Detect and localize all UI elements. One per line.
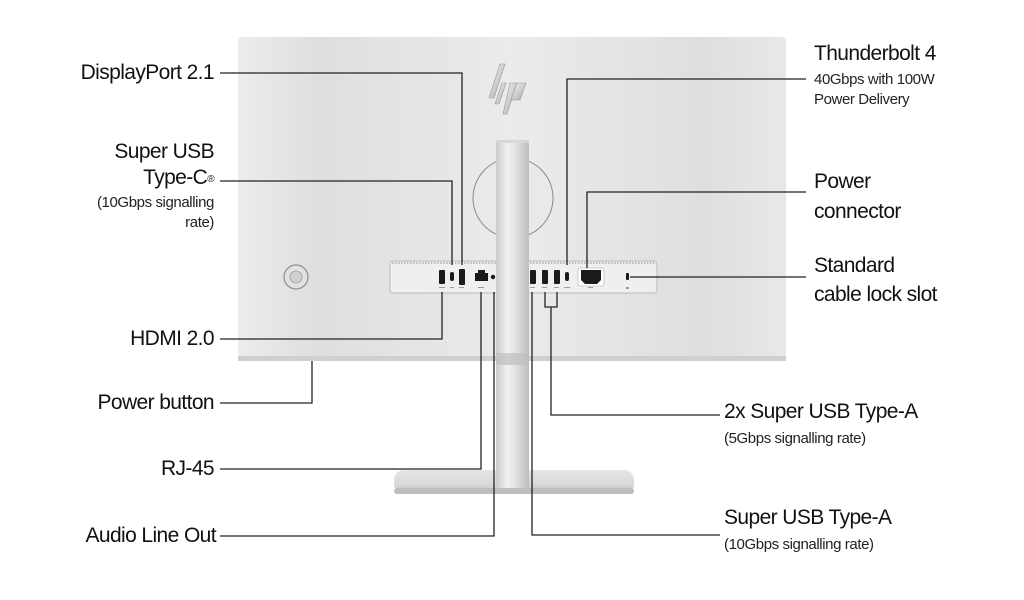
label-lock-slot-line2: cable lock slot xyxy=(814,283,938,306)
label-usb-a-5g: 2x Super USB Type-A (5Gbps signalling ra… xyxy=(724,399,918,449)
label-power-button: Power button xyxy=(97,391,214,414)
label-power-connector: Power connector xyxy=(814,165,901,225)
rj45-port xyxy=(475,273,488,281)
power-button-icon xyxy=(283,264,309,290)
label-usb-a-10g-title: Super USB Type-A xyxy=(724,506,892,529)
label-power-connector-line2: connector xyxy=(814,200,901,223)
hdmi-port xyxy=(439,270,445,284)
label-thunderbolt-sub1: 40Gbps with 100W xyxy=(814,71,935,88)
lock-slot xyxy=(626,273,629,280)
label-usb-a-10g-sub: (10Gbps signalling rate) xyxy=(724,536,874,553)
hp-logo-icon xyxy=(488,63,527,115)
usb-a-5g-port xyxy=(542,270,548,284)
usb-a-5g-port xyxy=(554,270,560,284)
stand-column xyxy=(496,140,529,488)
registered-mark: ® xyxy=(207,174,214,185)
thunderbolt-port xyxy=(565,272,569,281)
label-displayport: DisplayPort 2.1 xyxy=(80,61,215,84)
label-thunderbolt-sub2: Power Delivery xyxy=(814,91,910,108)
label-audio-line-out: Audio Line Out xyxy=(85,524,216,547)
label-usb-c-line2: Type-C® xyxy=(97,165,214,191)
usb-a-10g-port xyxy=(530,270,536,284)
label-usb-a-5g-title: 2x Super USB Type-A xyxy=(724,400,918,423)
audio-port xyxy=(490,274,496,280)
label-usb-c-line1: Super USB xyxy=(114,140,214,163)
label-hdmi: HDMI 2.0 xyxy=(130,327,214,350)
usb-c-port xyxy=(450,272,454,281)
displayport-port xyxy=(459,269,465,285)
label-lock-slot-line1: Standard xyxy=(814,254,895,277)
label-thunderbolt: Thunderbolt 4 40Gbps with 100W Power Del… xyxy=(814,41,936,110)
label-rj45: RJ-45 xyxy=(160,457,215,480)
label-usb-c-sub1: (10Gbps signalling xyxy=(96,194,214,211)
label-usb-c-sub2: rate) xyxy=(185,214,214,231)
label-thunderbolt-title: Thunderbolt 4 xyxy=(814,42,936,65)
power-connector-port xyxy=(581,270,601,284)
label-lock-slot: Standard cable lock slot xyxy=(814,250,938,308)
label-usb-c: Super USB Type-C® (10Gbps signalling rat… xyxy=(96,139,215,233)
label-usb-a-10g: Super USB Type-A (10Gbps signalling rate… xyxy=(724,505,892,555)
label-power-connector-line1: Power xyxy=(814,170,871,193)
leader-lines xyxy=(220,72,806,537)
usb-c-title: Type-C xyxy=(143,166,208,189)
stand xyxy=(394,140,634,494)
label-usb-a-5g-sub: (5Gbps signalling rate) xyxy=(724,430,866,447)
